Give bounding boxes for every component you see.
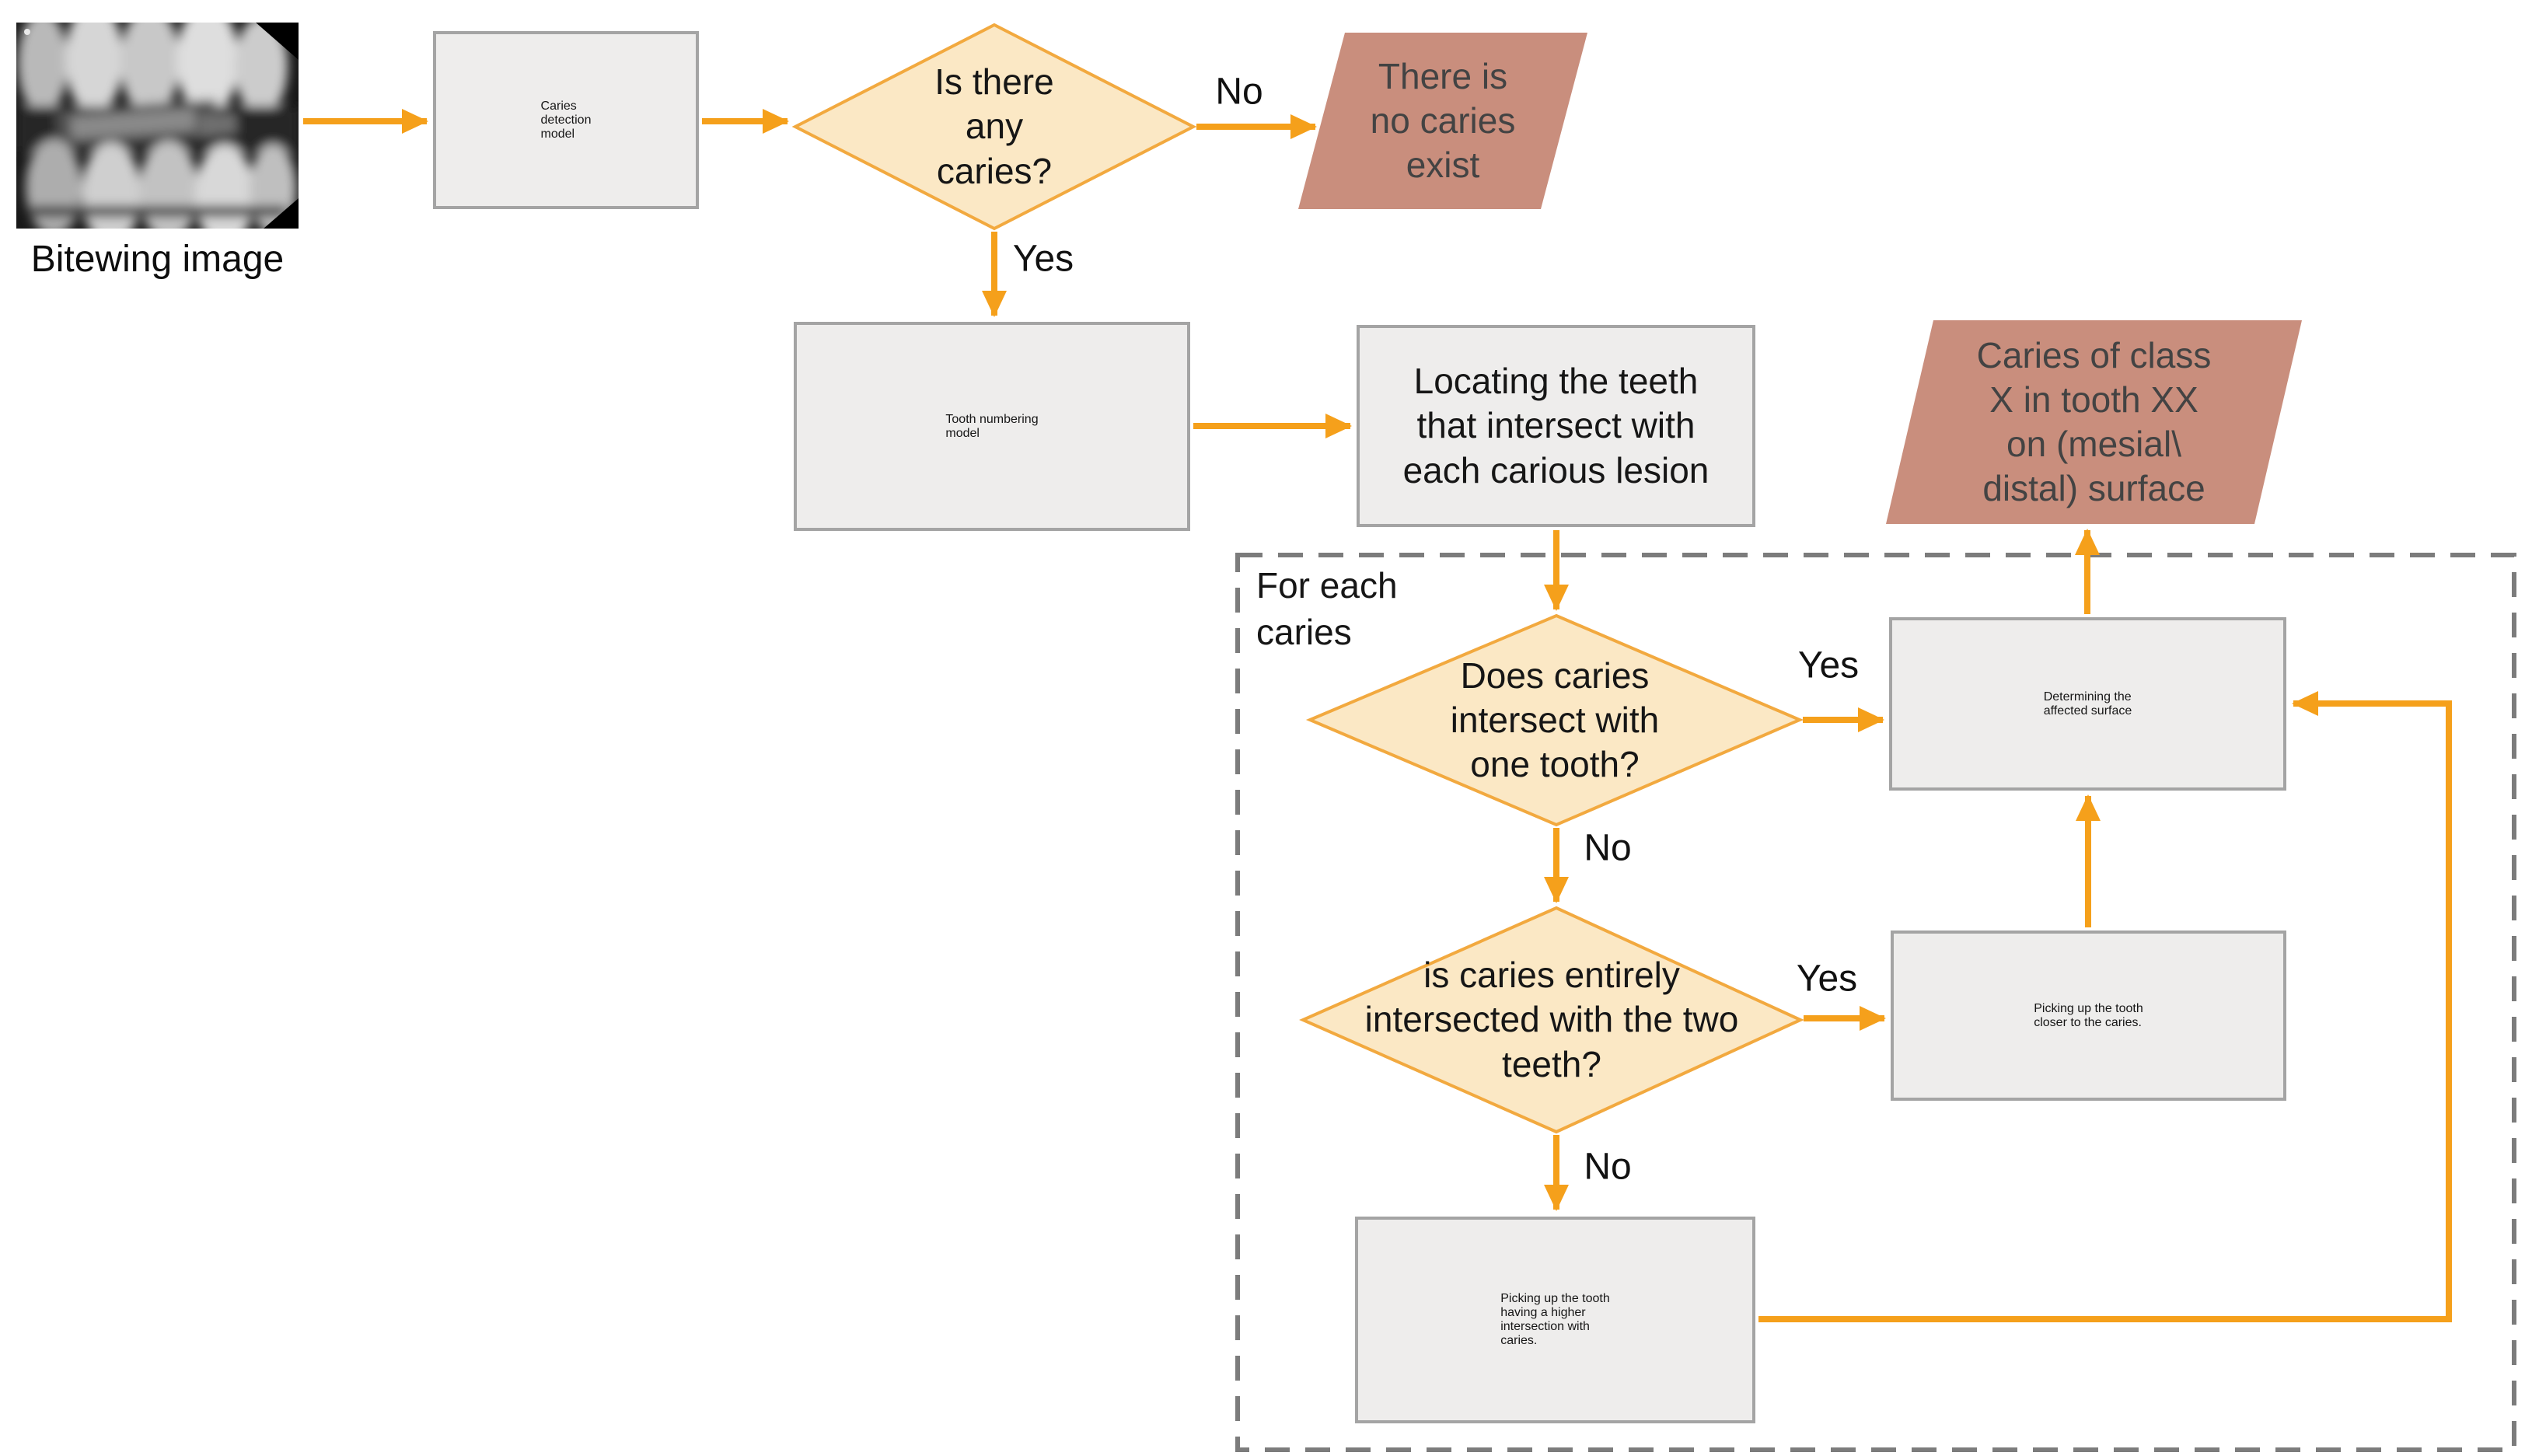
for-each-caries-loop-frame (1235, 553, 2516, 1452)
for-each-caries-label: For each caries (1256, 565, 1398, 652)
caries-class-output: Caries of class X in tooth XX on (mesial… (1886, 320, 2302, 524)
one-tooth-decision-diamond (1305, 613, 1804, 827)
caries-class-output-parallelogram (1886, 320, 2302, 524)
xray-film-mark (24, 29, 30, 35)
edge-label-yes-any-caries: Yes (1012, 238, 1074, 280)
any-caries-question: Is there any caries? (795, 25, 1193, 229)
no-caries-output: There is no caries exist (1298, 33, 1587, 209)
caries-class-output-text: Caries of class X in tooth XX on (mesial… (1976, 334, 2212, 509)
edge-label-yes-one-tooth: Yes (1797, 644, 1860, 686)
locating-teeth-label: Locating the teeth that intersect with e… (1402, 361, 1710, 491)
any-caries-decision-diamond (791, 23, 1197, 231)
picking-higher-intersection-label: Picking up the tooth having a higher int… (1500, 1292, 1610, 1347)
tooth-numbering-model-label: Tooth numbering model (945, 412, 1039, 440)
xray-teeth-group (16, 23, 299, 229)
determining-surface-label: Determining the affected surface (2043, 690, 2132, 718)
edge-label-yes-two-teeth: Yes (1796, 958, 1858, 1000)
picking-closer-tooth-label: Picking up the tooth closer to the carie… (2034, 1001, 2143, 1029)
two-teeth-question-text: is caries entirely intersected with the … (1364, 955, 1739, 1084)
tooth-numbering-model-box: Tooth numbering model (794, 322, 1190, 531)
one-tooth-question-text: Does caries intersect with one tooth? (1450, 655, 1660, 785)
one-tooth-question: Does caries intersect with one tooth? (1310, 616, 1800, 825)
edge-label-no-two-teeth: No (1584, 1146, 1632, 1188)
determining-surface-box: Determining the affected surface (1889, 617, 2286, 791)
no-caries-output-parallelogram (1298, 33, 1587, 209)
two-teeth-question: is caries entirely intersected with the … (1303, 908, 1800, 1132)
picking-higher-intersection-box: Picking up the tooth having a higher int… (1355, 1217, 1755, 1423)
caries-detection-model-box: Caries detection model (433, 31, 699, 209)
two-teeth-decision-diamond (1299, 906, 1804, 1134)
xray-corner-clip-top (256, 23, 299, 60)
bitewing-xray-image (16, 23, 299, 229)
any-caries-question-text: Is there any caries? (934, 61, 1054, 191)
xray-corner-clip-bottom (264, 198, 299, 229)
connector-picking-higher-feedback-to-determining (1758, 691, 2452, 1322)
caries-detection-model-label: Caries detection model (540, 99, 592, 141)
locating-teeth-box: Locating the teeth that intersect with e… (1357, 325, 1755, 527)
edge-label-no-any-caries: No (1215, 71, 1263, 113)
no-caries-output-text: There is no caries exist (1370, 55, 1516, 186)
bitewing-image-caption: Bitewing image (30, 239, 285, 280)
edge-label-no-one-tooth: No (1584, 827, 1632, 869)
picking-closer-tooth-box: Picking up the tooth closer to the carie… (1891, 931, 2286, 1101)
